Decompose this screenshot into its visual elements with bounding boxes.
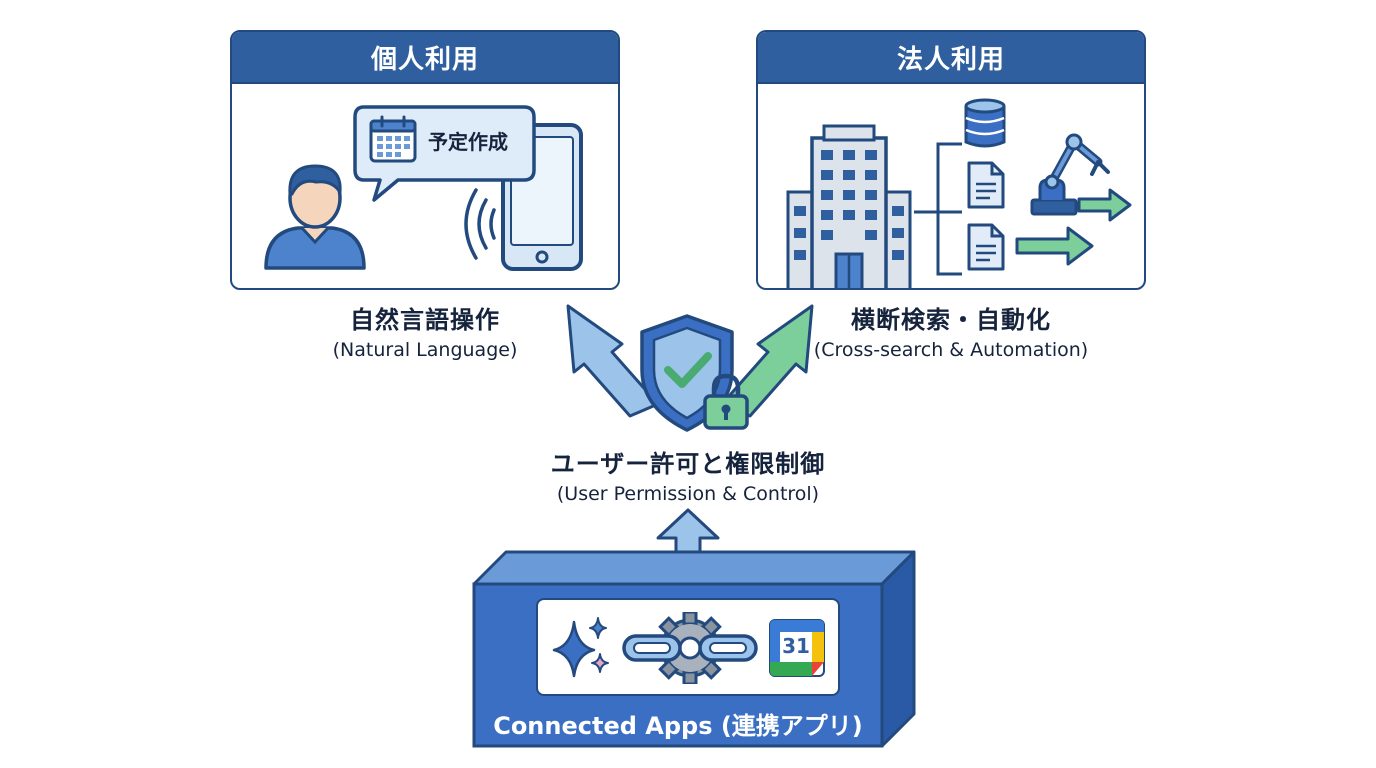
connected-apps-label: Connected Apps (連携アプリ): [493, 712, 863, 740]
database-icon: [964, 98, 1006, 148]
document-icon: [967, 223, 1005, 271]
cross-search-label-jp: 横断検索・自動化: [851, 306, 1051, 334]
control-caption: ユーザー許可と権限制御 (User Permission & Control): [488, 444, 888, 505]
sparkle-icon: [552, 617, 609, 678]
business-use-title: 法人利用: [758, 32, 1144, 84]
personal-use-panel: 個人利用 予定作成: [230, 30, 620, 290]
robot-arm-icon: [1030, 133, 1110, 216]
user-permission-label-en: (User Permission & Control): [556, 483, 820, 505]
personal-caption: 自然言語操作 (Natural Language): [230, 300, 620, 361]
building-icon: [786, 124, 912, 288]
branch-connector: [914, 142, 962, 276]
calendar-day-number: 31: [782, 634, 810, 658]
business-caption: 横断検索・自動化 (Cross-search & Automation): [736, 300, 1166, 361]
automation-arrow-upper: [1077, 188, 1132, 222]
document-icon: [967, 161, 1005, 209]
business-use-panel: 法人利用: [756, 30, 1146, 290]
padlock-icon: [703, 373, 749, 430]
bubble-text: 予定作成: [428, 130, 508, 154]
personal-use-title: 個人利用: [232, 32, 618, 84]
sound-wave-icon: [464, 188, 496, 260]
connected-apps-inner-panel: 31: [536, 598, 840, 696]
automation-arrow-lower: [1015, 226, 1094, 266]
cross-search-label-en: (Cross-search & Automation): [813, 339, 1089, 361]
diverging-arrows: [566, 304, 814, 418]
user-permission-label-jp: ユーザー許可と権限制御: [550, 450, 826, 478]
chain-gear-icon: [622, 612, 758, 684]
google-calendar-icon: 31: [768, 618, 826, 678]
natural-language-label-en: (Natural Language): [332, 339, 518, 361]
person-icon: [264, 164, 366, 270]
natural-language-label-jp: 自然言語操作: [350, 306, 500, 334]
calendar-icon: [369, 115, 417, 163]
